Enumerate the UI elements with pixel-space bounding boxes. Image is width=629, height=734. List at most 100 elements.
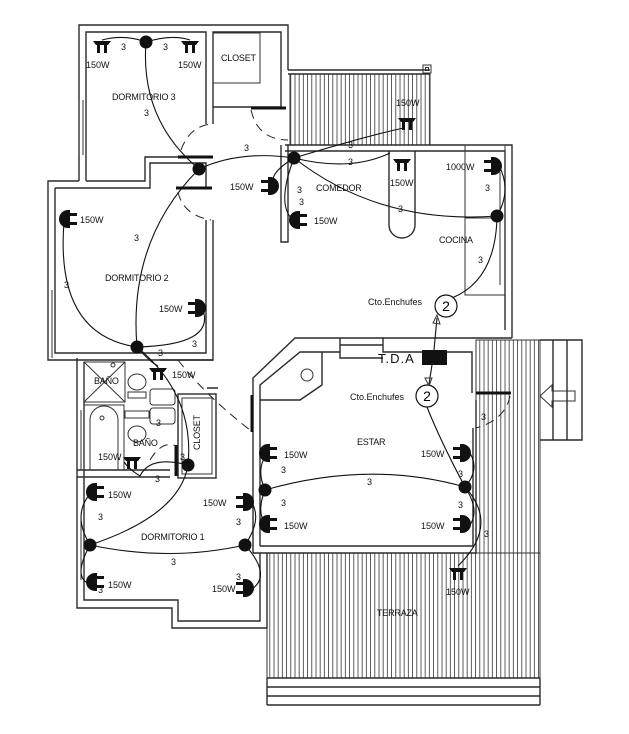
wire (264, 473, 466, 491)
fixture-wattage: 150W (314, 216, 338, 226)
junction-box-icon (130, 340, 144, 354)
wire-count-label: 3 (180, 452, 185, 462)
panel-label: T.D.A (378, 351, 415, 366)
fixture-wattage: 150W (108, 580, 132, 590)
wire (198, 155, 295, 170)
room-dormitorio-1: DORMITORIO 1 (141, 532, 205, 542)
junction-box-icon (287, 151, 301, 165)
wall-light-icon: 1000W (446, 157, 502, 175)
fixture-wattage: 150W (172, 370, 196, 380)
circuit-marker-1: 2 Cto.Enchufes (368, 294, 458, 351)
fixture-wattage: 150W (421, 449, 445, 459)
room-bano: BAÑO (94, 376, 119, 386)
wire (80, 493, 91, 546)
circuit-number: 2 (442, 298, 450, 314)
room-dormitorio-2: DORMITORIO 2 (105, 273, 169, 283)
distribution-panel: T.D.A (378, 350, 447, 366)
junction-box-icon (238, 538, 252, 552)
fixture-wattage: 150W (230, 182, 254, 192)
fixture-wattage: 150W (390, 178, 414, 188)
wire (451, 215, 498, 299)
wire (293, 152, 391, 165)
circuit-label: Cto.Enchufes (368, 297, 423, 307)
entry-steps (539, 339, 583, 441)
wire-count-label: 3 (134, 233, 139, 243)
junction-box-icon (258, 483, 272, 497)
junction-box-icon (181, 458, 195, 472)
wall-light-icon: 150W (159, 299, 206, 317)
wire (89, 464, 189, 546)
wire (136, 346, 190, 466)
wire-count-label: 3 (163, 42, 168, 52)
fixture-wattage: 150W (203, 498, 227, 508)
top-terrace (288, 64, 432, 146)
room-dormitorio-3: DORMITORIO 3 (112, 92, 176, 102)
wire-count-label: 3 (398, 204, 403, 214)
wall-light-icon: 150W (259, 444, 308, 462)
wire-count-label: 3 (458, 500, 463, 510)
fixture-wattage: 150W (108, 490, 132, 500)
wire (293, 157, 498, 218)
wire-count-label: 3 (98, 512, 103, 522)
circuit-wires (62, 35, 506, 590)
wall-light-icon: 150W (259, 515, 308, 533)
wall-light-icon: 150W (203, 493, 254, 511)
ceiling-light-icon: 150W (98, 452, 141, 469)
wall-light-icon: 150W (86, 483, 132, 501)
room-comedor: COMEDOR (316, 183, 362, 193)
wire (457, 486, 482, 567)
wire-count-label: 3 (144, 108, 149, 118)
ceiling-light-icon: 150W (149, 368, 196, 380)
walls (47, 24, 513, 629)
room-closet: CLOSET (221, 53, 257, 63)
ceiling-light-icon: 150W (390, 159, 414, 188)
wire-count-label: 3 (156, 418, 161, 428)
wire-count-label: 3 (348, 157, 353, 167)
wall-light-icon: 150W (421, 444, 471, 462)
wire-count-label: 3 (158, 348, 163, 358)
junction-box-icon (83, 538, 97, 552)
wire (426, 406, 466, 488)
wire (293, 127, 405, 159)
fixture-wattage: 150W (80, 215, 104, 225)
ceiling-light-icon: 150W (396, 98, 420, 130)
room-cocina: COCINA (439, 235, 473, 245)
ceiling-light-icon: 150W (178, 41, 202, 70)
wire-count-label: 3 (236, 517, 241, 527)
wire-count-label: 3 (281, 498, 286, 508)
wire-count-label: 3 (192, 339, 197, 349)
wire-count-label: 3 (281, 465, 286, 475)
room-estar: ESTAR (357, 437, 386, 447)
wire-count-label: 3 (297, 185, 302, 195)
wire-count-label: 3 (367, 477, 372, 487)
wire (135, 168, 200, 348)
fixture-wattage: 1000W (446, 162, 475, 172)
light-fixtures: 150W 150W 150W 150W 150W 150W 150W 150W 1000W 150… (59, 41, 502, 597)
wire-count-label: 3 (236, 572, 241, 582)
terraza-deck (266, 339, 541, 706)
junction-box-icon (490, 209, 504, 223)
wire (144, 41, 200, 170)
wire-count-label: 3 (121, 42, 126, 52)
junction-box-icon (139, 35, 153, 49)
room-terraza: TERRAZA (377, 608, 418, 618)
fixture-wattage: 150W (178, 60, 202, 70)
room-closet-side: CLOSET (192, 414, 202, 450)
fixture-wattage: 150W (98, 452, 122, 462)
wire-count-label: 3 (481, 412, 486, 422)
circuit-label: Cto.Enchufes (350, 392, 405, 402)
wire-count-label: 3 (98, 585, 103, 595)
junction-box-icon (192, 162, 206, 176)
wire-count-label: 3 (485, 183, 490, 193)
wall-light-icon: 150W (59, 210, 104, 228)
wire-count-label: 3 (64, 280, 69, 290)
fixture-wattage: 150W (86, 60, 110, 70)
fixture-wattage: 150W (446, 587, 470, 597)
room-labels: DORMITORIO 3 DORMITORIO 2 DORMITORIO 1 C… (94, 53, 473, 618)
wire-count-label: 3 (478, 255, 483, 265)
fixture-wattage: 150W (212, 584, 236, 594)
fixture-wattage: 150W (284, 450, 308, 460)
wall-light-icon: 150W (230, 177, 279, 195)
